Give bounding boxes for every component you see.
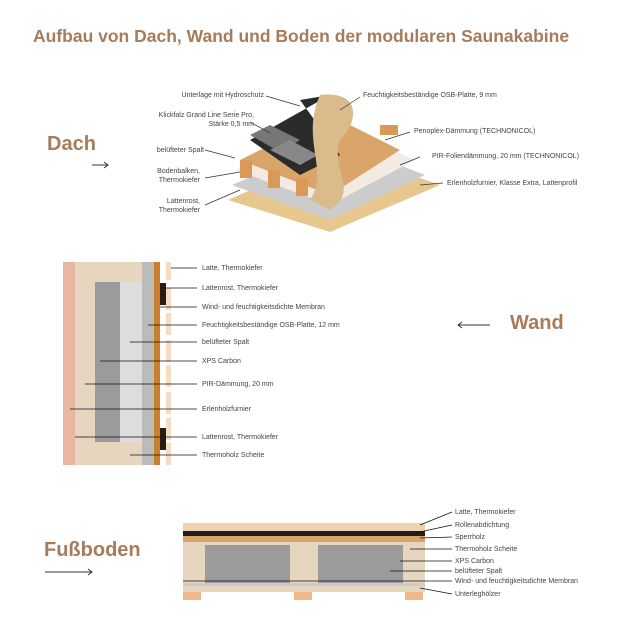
roof-label: Bodenbalken, Thermokiefer (157, 167, 200, 185)
roof-label-line: Klickfalz Grand Line Serie Pro, (158, 112, 254, 119)
wall-label: Feuchtigkeitsbeständige OSB-Platte, 12 m… (202, 322, 340, 329)
roof-label-line: Lattenrost, (166, 198, 200, 205)
wall-label: Erlenholzfurnier (202, 406, 252, 413)
roof-label: Feuchtigkeitsbeständige OSB-Platte, 9 mm (363, 92, 497, 99)
roof-label: Klickfalz Grand Line Serie Pro, Stärke 0,… (159, 111, 254, 129)
floor-label: Unterleghölzer (455, 591, 501, 598)
roof-label: PIR-Foliendämmung, 20 mm (TECHNONICOL) (432, 153, 580, 160)
page-title: Aufbau von Dach, Wand und Boden der modu… (33, 26, 570, 46)
wall-label: Thermoholz Scheite (202, 452, 265, 459)
floor-label: belüfteter Spalt (455, 568, 503, 575)
floor-label: XPS Carbon (455, 558, 494, 565)
wall-label: Lattenrost, Thermokiefer (202, 285, 279, 292)
roof-label: Unterlage mit Hydroschutz (181, 92, 264, 99)
floor-label: Rollenabdichtung (455, 522, 510, 529)
wall-label: Wind- und feuchtigkeitsdichte Membran (202, 304, 325, 311)
roof-label: Lattenrost, Thermokiefer (159, 197, 200, 215)
roof-label: belüfteter Spalt (156, 147, 204, 154)
roof-label-line: Thermokiefer (158, 177, 200, 184)
wall-label: belüfteter Spalt (202, 339, 250, 346)
section-wall-title: Wand (510, 312, 564, 334)
roof-label-line: Stärke 0,5 mm (208, 121, 254, 128)
floor-label: Sperrholz (455, 534, 485, 541)
floor-diagram (45, 511, 453, 600)
floor-label: Wind- und feuchtigkeitsdichte Membran (455, 578, 578, 585)
section-floor-title: Fußboden (44, 539, 141, 561)
wall-label: Lattenrost, Thermokiefer (202, 434, 279, 441)
roof-diagram (92, 94, 444, 232)
floor-label: Thermoholz Scheite (455, 546, 518, 553)
wall-label: PIR-Dämmung, 20 mm (202, 381, 274, 388)
wall-label: Latte, Thermokiefer (202, 265, 263, 272)
roof-label-line: Bodenbalken, (157, 168, 200, 175)
roof-label: Erlenholzfurnier, Klasse Extra, Lattenpr… (447, 180, 578, 187)
wall-diagram (63, 262, 490, 465)
wall-label: XPS Carbon (202, 358, 241, 365)
roof-label: Penoplex-Dämmung (TECHNONICOL) (414, 128, 536, 135)
floor-label: Latte, Thermokiefer (455, 509, 516, 516)
section-roof-title: Dach (47, 133, 96, 155)
roof-label-line: Thermokiefer (158, 207, 200, 214)
